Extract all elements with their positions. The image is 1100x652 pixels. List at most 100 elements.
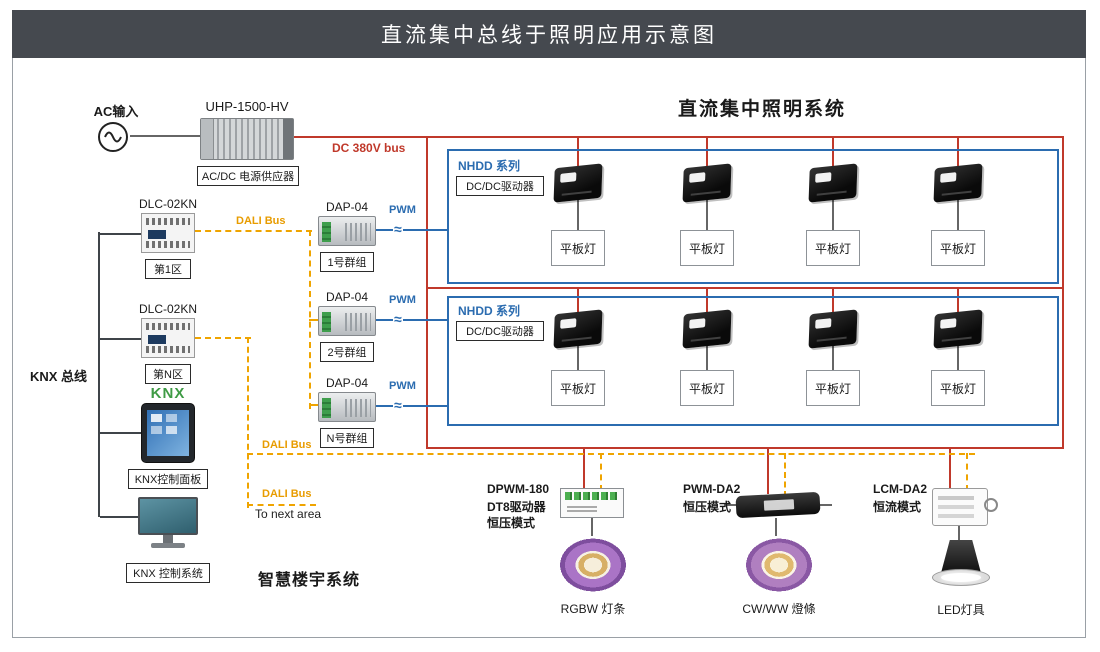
pc-monitor-image <box>138 497 198 535</box>
monitor-stand <box>163 535 173 544</box>
terminal-block <box>322 222 331 242</box>
dc-drop <box>706 287 708 312</box>
dc-drop <box>577 287 579 312</box>
ac-wire <box>130 135 200 137</box>
dc-drop <box>957 136 959 168</box>
device-display <box>148 335 166 344</box>
terminal-row <box>146 218 190 225</box>
dc-drop <box>583 447 585 488</box>
terminal-row <box>146 241 190 248</box>
dc-bus-line-right <box>1062 136 1064 448</box>
panel-light-box: 平板灯 <box>551 230 605 266</box>
ac-input-label: AC输入 <box>93 104 139 119</box>
pwm-da2-driver-image <box>735 491 821 519</box>
knx-panel-label: KNX控制面板 <box>128 469 208 489</box>
lamp-wire <box>577 200 579 230</box>
dali-drop <box>966 453 968 491</box>
dap-model-label: DAP-04 <box>325 200 369 214</box>
lamp-wire <box>706 346 708 370</box>
downlight-face <box>941 573 981 582</box>
dap-model-label: DAP-04 <box>325 290 369 304</box>
terminal-row <box>146 323 190 330</box>
knx-controller-image <box>141 318 195 358</box>
pwm-wave-icon: ≈ <box>393 221 403 237</box>
group-label: N号群组 <box>320 428 374 448</box>
knx-branch <box>100 233 141 235</box>
dc-drop <box>577 136 579 168</box>
smart-building-label: 智慧楼宇系统 <box>258 572 361 589</box>
dcdc-module-image <box>682 163 732 203</box>
knx-panel-image <box>141 403 195 463</box>
dpwm-driver-image <box>560 488 624 518</box>
led-strip-coil-image <box>556 536 630 594</box>
dc-drop <box>832 136 834 168</box>
zone-label: 第1区 <box>145 259 191 279</box>
dali-drop <box>600 453 602 491</box>
load-label: LED灯具 <box>937 603 985 617</box>
lamp-wire <box>591 518 593 536</box>
module-badge <box>689 318 706 329</box>
dcdc-module-image <box>933 163 983 203</box>
dc-bus-line-bottom <box>426 447 1064 449</box>
module-detail <box>816 336 847 342</box>
knx-branch <box>100 432 141 434</box>
pwm-loop-section2 <box>447 296 1059 426</box>
device-detail <box>938 496 974 500</box>
panel-light-box: 平板灯 <box>680 230 734 266</box>
device-display <box>148 230 166 239</box>
monitor-base <box>151 543 185 548</box>
panel-light-box: 平板灯 <box>551 370 605 406</box>
lamp-wire <box>706 200 708 230</box>
module-detail <box>941 336 972 342</box>
module-badge <box>560 172 577 183</box>
psu-end-cap <box>201 119 214 159</box>
dali-bus-stub <box>309 319 321 321</box>
pwm-line <box>376 405 447 407</box>
dali-bus-label: DALI Bus <box>262 488 312 500</box>
module-detail <box>690 336 721 342</box>
driver-model-line: DT8驱动器 <box>487 500 546 514</box>
terminal-row <box>565 492 619 500</box>
dc-drop <box>949 447 951 488</box>
dali-drop <box>784 453 786 497</box>
dali-bus-line <box>195 337 251 339</box>
wire <box>724 504 736 506</box>
dcdc-module-image <box>808 309 858 349</box>
device-fins <box>345 313 371 331</box>
device-fins <box>345 223 371 241</box>
terminal-row <box>146 346 190 353</box>
device-label-sticker <box>763 499 795 511</box>
load-label: CW/WW 燈條 <box>742 602 816 616</box>
dap-device-image <box>318 306 376 336</box>
dc-drop <box>767 447 769 494</box>
device-detail <box>567 506 597 512</box>
dc-bus-label: DC 380V bus <box>332 141 406 155</box>
module-badge <box>689 172 706 183</box>
knx-branch <box>100 516 138 518</box>
lamp-wire <box>775 518 777 536</box>
dali-bus-to-next <box>247 504 316 506</box>
psu-type-label: AC/DC 电源供应器 <box>197 166 299 186</box>
pwm-label: PWM <box>389 204 416 216</box>
module-detail <box>690 190 721 196</box>
module-badge <box>940 172 957 183</box>
terminal-block <box>322 312 331 332</box>
lamp-wire <box>957 200 959 230</box>
dlc-model-label: DLC-02KN <box>138 197 198 211</box>
dcdc-module-image <box>553 309 603 349</box>
group-label: 1号群组 <box>320 252 374 272</box>
load-label: RGBW 灯条 <box>560 602 626 616</box>
dali-bus-label: DALI Bus <box>262 439 312 451</box>
lamp-wire <box>577 346 579 370</box>
power-supply-image <box>200 118 294 160</box>
lamp-wire <box>957 346 959 370</box>
module-detail <box>941 190 972 196</box>
to-next-area-label: To next area <box>255 507 322 521</box>
device-fins <box>345 399 371 417</box>
pwm-loop-section1 <box>447 149 1059 284</box>
screen-tiles <box>151 414 162 422</box>
pwm-wave-icon: ≈ <box>393 397 403 413</box>
psu-model-label: UHP-1500-HV <box>205 99 289 114</box>
dcdc-module-image <box>808 163 858 203</box>
